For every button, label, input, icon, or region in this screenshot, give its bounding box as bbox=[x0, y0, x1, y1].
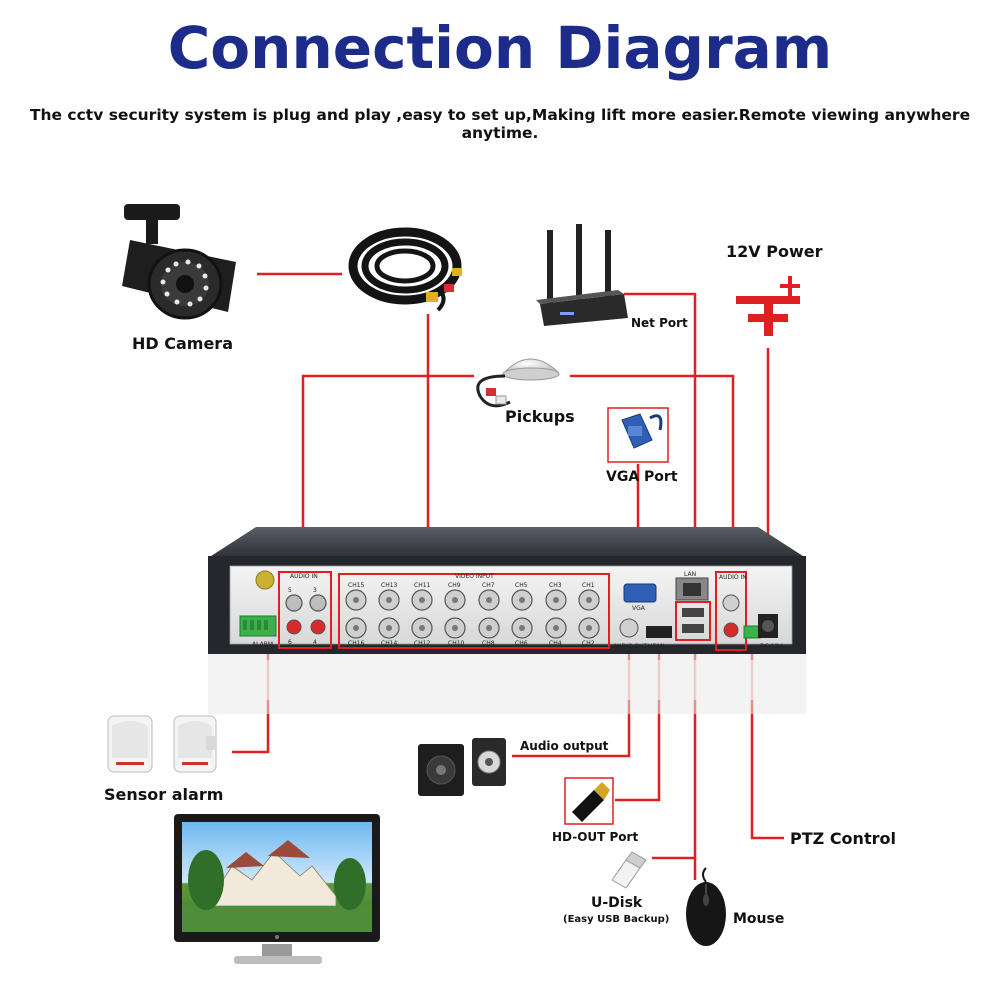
usb-disk-icon bbox=[611, 851, 647, 889]
wire-pickup-audio-right bbox=[570, 374, 735, 570]
audio-out-label: AUDIO OUT bbox=[613, 643, 648, 650]
u-disk-note: (Easy USB Backup) bbox=[563, 914, 670, 925]
camera-icon bbox=[122, 204, 236, 320]
vga-label: VGA bbox=[632, 605, 646, 612]
dvr-recorder bbox=[208, 527, 806, 714]
ch-top-7: CH1 bbox=[582, 582, 595, 589]
ch-top-3: CH9 bbox=[448, 582, 461, 589]
ch-bottom-1: CH14 bbox=[381, 640, 398, 647]
vga-port-label: VGA Port bbox=[606, 469, 678, 485]
ch-bottom-4: CH8 bbox=[482, 640, 495, 647]
hdmi-connector-icon bbox=[564, 777, 614, 825]
hd-out-port-label: HD-OUT Port bbox=[552, 830, 639, 844]
vga-connector-icon bbox=[607, 407, 669, 463]
audio-ch-top-1: 3 bbox=[313, 587, 317, 594]
ch-bottom-5: CH6 bbox=[515, 640, 528, 647]
u-disk-label: U-Disk bbox=[591, 895, 643, 911]
monitor-icon bbox=[174, 814, 380, 964]
pir-sensor-icon bbox=[107, 715, 217, 773]
mouse-icon bbox=[686, 867, 726, 946]
ch-bottom-3: CH10 bbox=[448, 640, 465, 647]
page-subtitle: The cctv security system is plug and pla… bbox=[29, 106, 971, 142]
power-label: 12V Power bbox=[726, 242, 823, 261]
ptz-control-label: PTZ Control bbox=[790, 829, 896, 848]
ch-bottom-0: CH16 bbox=[348, 640, 365, 647]
microphone-icon bbox=[476, 358, 560, 408]
wire-pickup-audio-left bbox=[301, 374, 474, 580]
hdmi-label: HDMI bbox=[648, 643, 664, 650]
wire-router-lan bbox=[624, 292, 697, 580]
router-icon bbox=[536, 224, 628, 326]
ch-bottom-7: CH2 bbox=[582, 640, 595, 647]
power-symbol-icon bbox=[736, 276, 800, 336]
ch-bottom-2: CH12 bbox=[414, 640, 431, 647]
audio-in-left-label: AUDIO IN bbox=[290, 573, 318, 580]
ch-top-1: CH13 bbox=[381, 582, 398, 589]
ch-top-4: CH7 bbox=[482, 582, 495, 589]
audio-in-right-label: AUDIO IN bbox=[719, 574, 747, 581]
pickups-label: Pickups bbox=[505, 407, 575, 426]
audio-ch-bottom-0: 6 bbox=[288, 639, 292, 646]
page-title: Connection Diagram bbox=[167, 14, 833, 82]
cable-coil-icon bbox=[348, 227, 462, 312]
hd-camera-label: HD Camera bbox=[132, 334, 233, 353]
video-input-label: VIDEO INPUT bbox=[455, 573, 494, 580]
ch-top-5: CH5 bbox=[515, 582, 528, 589]
sensor-alarm-label: Sensor alarm bbox=[104, 785, 224, 804]
audio-output-label: Audio output bbox=[520, 739, 609, 753]
ch-bottom-6: CH4 bbox=[549, 640, 562, 647]
audio-ch-bottom-1: 4 bbox=[313, 639, 317, 646]
mouse-label: Mouse bbox=[733, 911, 785, 927]
speaker-icon bbox=[418, 738, 506, 796]
audio-ch-top-0: 5 bbox=[288, 587, 292, 594]
dc-label: DC 12V bbox=[760, 643, 783, 650]
ch-top-6: CH3 bbox=[549, 582, 562, 589]
lan-label: LAN bbox=[684, 571, 696, 578]
ch-top-2: CH11 bbox=[414, 582, 431, 589]
alarm-label: ALARM bbox=[252, 641, 273, 648]
net-port-label: Net Port bbox=[631, 316, 688, 330]
ch-top-0: CH15 bbox=[348, 582, 365, 589]
